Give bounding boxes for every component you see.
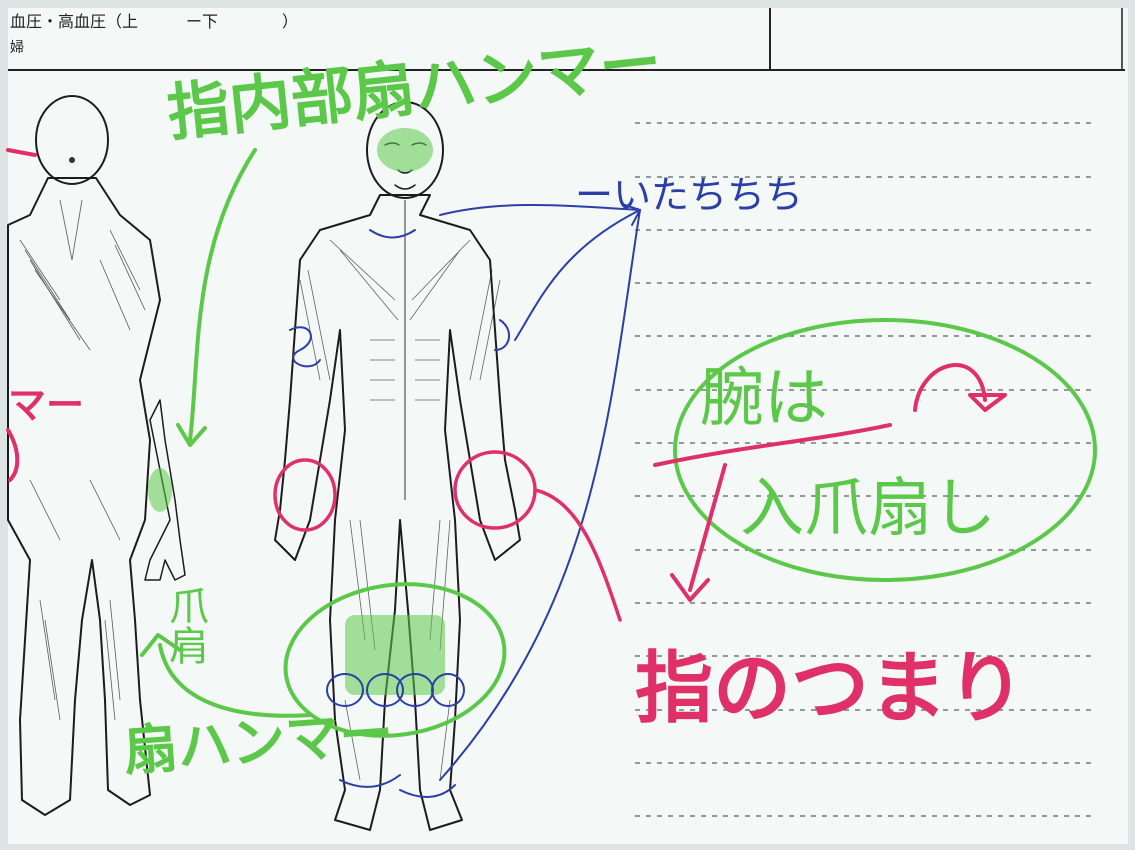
green-circled-line-1: 腕は <box>700 362 828 436</box>
pink-mark-top-left <box>6 148 37 157</box>
back-view-figure <box>7 95 186 816</box>
front-view-figure <box>274 101 521 831</box>
green-note-vertical: 爪肩 <box>162 585 208 665</box>
green-arrowhead-bottom <box>140 633 182 657</box>
blue-line-to-face <box>439 204 641 216</box>
header-line-1: 血圧・高血圧（上 ー下 ） <box>10 12 298 31</box>
pink-curl-arrow <box>913 363 987 412</box>
pink-note: 指のつまり <box>635 644 1025 734</box>
pink-down-arrow <box>688 463 727 592</box>
blue-note: ーいたちちち <box>575 173 803 217</box>
pink-curve-left <box>6 428 20 482</box>
pink-down-arrowhead <box>670 573 710 602</box>
pink-note-left: マー <box>8 383 84 427</box>
header-line-2: 婦 <box>10 39 24 56</box>
green-oval <box>673 318 1097 582</box>
paper-sheet <box>8 8 1128 844</box>
blue-arrowhead <box>624 204 641 226</box>
blue-line-to-foot <box>439 209 641 781</box>
pink-arrowhead-right <box>968 393 1007 412</box>
green-arrowhead-left <box>176 423 207 447</box>
form-header-box: 血圧・高血圧（上 ー下 ） 婦 <box>8 8 1125 71</box>
blue-line-to-arm <box>514 209 641 341</box>
blue-scribbles <box>289 229 510 798</box>
green-leg-oval <box>283 582 507 738</box>
pink-underline <box>653 423 892 467</box>
green-circled-line-2: 入爪扇し <box>740 472 996 546</box>
green-arrow-left <box>188 148 257 442</box>
pink-line-to-note <box>533 488 622 622</box>
green-shading <box>148 128 445 695</box>
green-arrow-bottom <box>158 643 312 718</box>
